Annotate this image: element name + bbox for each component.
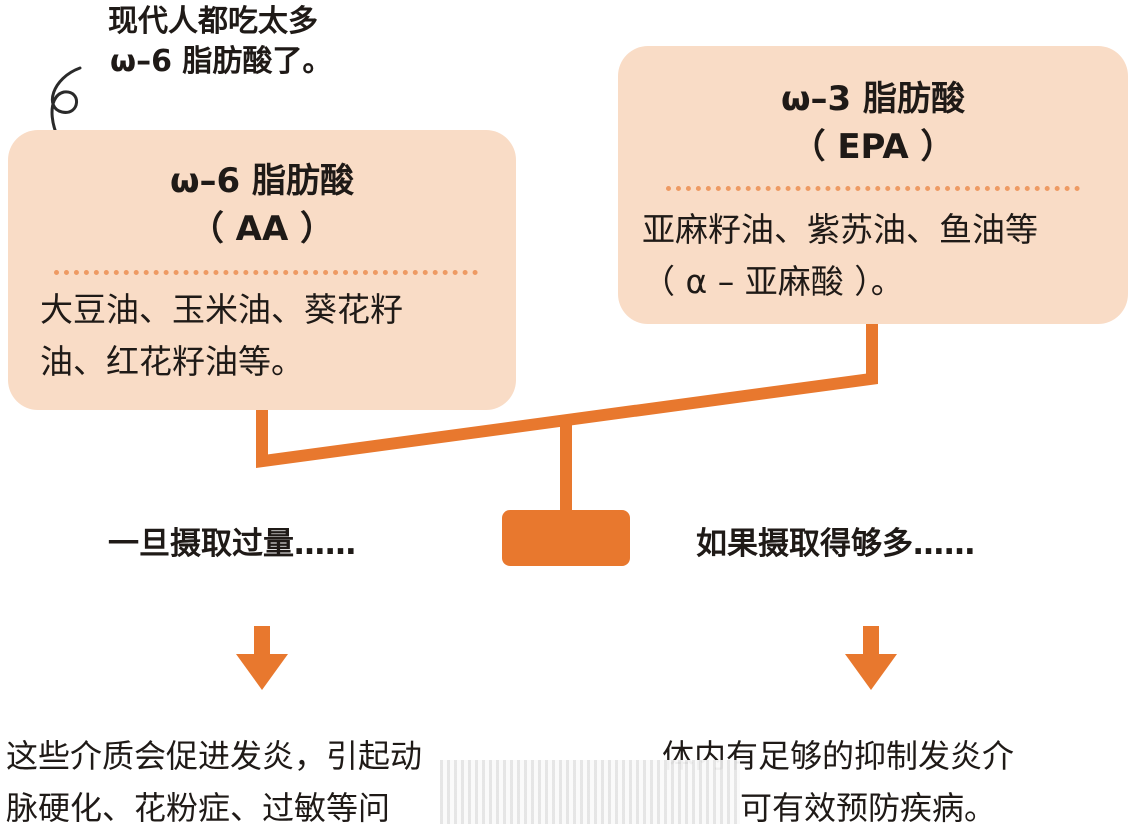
right-down-arrow-icon: [845, 626, 897, 690]
omega3-sources: 亚麻籽油、紫苏油、鱼油等 （ α – 亚麻酸 ）。: [642, 204, 1038, 308]
left-condition-label: 一旦摄取过量……: [108, 526, 356, 562]
omega6-divider: [54, 270, 478, 275]
omega6-sources: 大豆油、玉米油、葵花籽 油、红花籽油等。: [40, 284, 403, 388]
obscured-region: [440, 760, 740, 824]
right-result-line-2: 可有效预防疾病。: [740, 789, 997, 827]
right-result-text: 体内有足够的抑制发炎介 可有效预防疾病。: [662, 730, 1014, 834]
left-result-line-2: 脉硬化、花粉症、过敏等问: [6, 789, 391, 827]
omega3-sources-line-1: 亚麻籽油、紫苏油、鱼油等: [642, 210, 1038, 249]
note-line-1: 现代人都吃太多: [108, 4, 318, 39]
left-scale-post: [256, 408, 268, 466]
omega3-box: ω–3 脂肪酸 （ EPA ） 亚麻籽油、紫苏油、鱼油等 （ α – 亚麻酸 ）…: [618, 46, 1128, 324]
omega3-sources-line-2: （ α – 亚麻酸 ）。: [642, 262, 904, 301]
note-line-2: ω–6 脂肪酸了。: [110, 44, 333, 79]
right-condition-label: 如果摄取得够多……: [696, 526, 975, 562]
scale-base: [502, 510, 630, 566]
overconsumption-note: 现代人都吃太多 ω–6 脂肪酸了。: [108, 2, 332, 82]
omega3-divider: [666, 186, 1080, 191]
left-result-text: 这些介质会促进发炎，引起动 脉硬化、花粉症、过敏等问: [6, 730, 422, 834]
omega6-title: ω–6 脂肪酸: [169, 161, 355, 201]
curly-arrow-icon: [50, 66, 82, 162]
omega6-sources-line-2: 油、红花籽油等。: [40, 342, 304, 381]
omega6-subtitle: （ AA ）: [189, 209, 335, 249]
omega6-sources-line-1: 大豆油、玉米油、葵花籽: [40, 290, 403, 329]
omega3-subtitle: （ EPA ）: [791, 127, 955, 167]
omega6-box: ω–6 脂肪酸 （ AA ） 大豆油、玉米油、葵花籽 油、红花籽油等。: [8, 130, 516, 410]
omega3-title: ω–3 脂肪酸: [780, 79, 966, 119]
right-scale-post: [866, 322, 878, 378]
scale-stand: [560, 420, 572, 512]
left-down-arrow-icon: [236, 626, 288, 690]
left-result-line-1: 这些介质会促进发炎，引起动: [6, 737, 423, 775]
